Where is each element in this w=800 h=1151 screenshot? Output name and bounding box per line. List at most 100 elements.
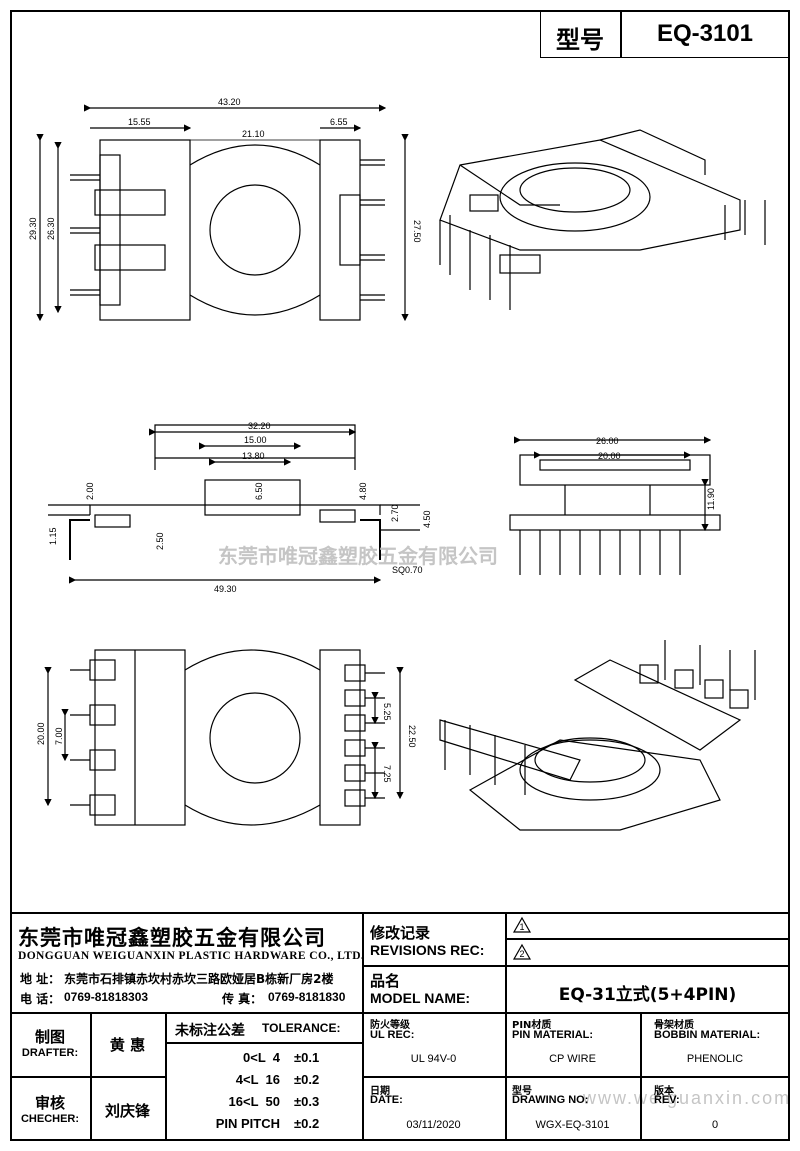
title-block-hline-2 xyxy=(362,965,790,967)
tol-val-2: ±0.3 xyxy=(294,1094,320,1109)
revisions-label-cn: 修改记录 xyxy=(370,924,431,942)
drawing-no-label-cn: 型号 xyxy=(512,1086,532,1097)
dim-d: 6.55 xyxy=(330,117,348,127)
dim-g: 27.50 xyxy=(412,220,422,243)
top-view xyxy=(36,104,409,322)
tolerance-title-cn: 未标注公差 xyxy=(175,1023,245,1039)
ul-label-en: UL REC: xyxy=(370,1029,415,1041)
watermark-cn: 东莞市唯冠鑫塑胶五金有限公司 xyxy=(218,544,498,568)
iso-view-top xyxy=(439,129,766,310)
pin-label-cn: PIN材质 xyxy=(512,1020,552,1031)
tol-range-0: 0<L 4 xyxy=(243,1050,280,1065)
lower-hline-1 xyxy=(10,1076,165,1078)
company-address-label: 地 址： xyxy=(20,972,61,986)
rev-label-cn: 版本 xyxy=(654,1086,674,1097)
dim-c: 21.10 xyxy=(242,129,265,139)
watermark-url: www.weiguanxin.com xyxy=(583,1088,792,1108)
dim-x: 5.25 xyxy=(382,703,392,721)
bobbin-label-en: BOBBIN MATERIAL: xyxy=(654,1029,761,1041)
tolerance-title-en: TOLERANCE: xyxy=(262,1021,341,1035)
dim-a: 43.20 xyxy=(218,97,241,107)
dim-w: 7.00 xyxy=(54,727,64,745)
date-label-en: DATE: xyxy=(370,1094,403,1106)
revision-number-1: 1 xyxy=(519,922,525,932)
model-label-cn: 品名 xyxy=(370,972,401,990)
tol-val-1: ±0.2 xyxy=(294,1072,320,1087)
tolerance-table: 0<L 4±0.1 4<L 16±0.2 16<L 50±0.3 PIN PIT… xyxy=(170,1050,360,1138)
drafter-label-cn: 制图 xyxy=(34,1028,65,1046)
ul-label-cn: 防火等级 xyxy=(370,1020,410,1031)
revisions-label-en: REVISIONS REC: xyxy=(370,942,485,958)
company-name-en: DONGGUAN WEIGUANXIN PLASTIC HARDWARE CO.… xyxy=(18,950,365,962)
dim-i: 15.00 xyxy=(244,435,267,445)
dim-k: 6.50 xyxy=(254,482,264,500)
dim-y: 7.25 xyxy=(382,765,392,783)
title-block-top-line xyxy=(10,912,790,914)
dim-n: 2.50 xyxy=(155,532,165,550)
dim-s: 26.00 xyxy=(596,436,619,446)
dim-v: 20.00 xyxy=(36,722,46,745)
tol-val-0: ±0.1 xyxy=(294,1050,320,1065)
type-divider xyxy=(620,12,622,58)
dim-e: 29.30 xyxy=(28,217,38,240)
dim-z: 22.50 xyxy=(407,725,417,748)
company-fax: 0769-8181830 xyxy=(268,990,346,1004)
bobbin-value: PHENOLIC xyxy=(686,1053,744,1065)
pin-value: CP WIRE xyxy=(549,1053,596,1065)
dim-o: 4.80 xyxy=(358,482,368,500)
title-block-vline-2 xyxy=(505,912,507,1012)
type-label: 型号 xyxy=(556,26,604,54)
company-address: 东莞市石排镇赤坎村赤坎三路欧娅居B栋新厂房2楼 xyxy=(64,972,334,986)
company-fax-label: 传 真： xyxy=(222,992,263,1006)
lower-hline-2 xyxy=(165,1042,362,1044)
model-value: EQ-31立式(5+4PIN) xyxy=(558,985,737,1005)
lower-hline-3 xyxy=(362,1076,790,1078)
title-block-hline-3 xyxy=(10,1012,790,1014)
tol-range-2: 16<L 50 xyxy=(228,1094,280,1109)
company-tel: 0769-81818303 xyxy=(64,990,149,1004)
bottom-view xyxy=(44,649,404,826)
checker-label-en: CHECHER: xyxy=(20,1113,80,1125)
dim-r: 49.30 xyxy=(214,584,237,594)
dim-h: 32.20 xyxy=(248,421,271,431)
drafter-label-en: DRAFTER: xyxy=(21,1047,79,1059)
technical-drawing: 43.20 15.55 21.10 6.55 29.30 26.30 27.50… xyxy=(28,97,766,831)
title-block-vline-1 xyxy=(362,912,364,1012)
dim-u: 11.90 xyxy=(706,488,716,510)
company-tel-label: 电 话： xyxy=(20,992,61,1006)
ul-value: UL 94V-0 xyxy=(410,1053,457,1065)
type-value: EQ-3101 xyxy=(656,20,754,47)
checker-name: 刘庆锋 xyxy=(104,1102,150,1120)
rev-value: 0 xyxy=(711,1119,719,1131)
bobbin-label-cn: 骨架材质 xyxy=(654,1020,694,1031)
dim-p: 2.70 xyxy=(390,504,400,522)
checker-label-cn: 审核 xyxy=(34,1094,65,1112)
drawing-frame xyxy=(10,10,790,1141)
tol-range-1: 4<L 16 xyxy=(235,1072,280,1087)
pin-label-en: PIN MATERIAL: xyxy=(512,1029,594,1041)
dim-q: 4.50 xyxy=(422,510,432,528)
company-name-cn: 东莞市唯冠鑫塑胶五金有限公司 xyxy=(18,926,326,950)
drawing-no-value: WGX-EQ-3101 xyxy=(535,1119,610,1131)
title-block-hline-1 xyxy=(505,938,790,940)
type-box xyxy=(540,12,788,58)
side-view xyxy=(48,424,420,584)
dim-m: 1.15 xyxy=(48,527,58,545)
drawing-no-label-en: DRAWING NO: xyxy=(512,1094,589,1106)
dim-b: 15.55 xyxy=(128,117,151,127)
dim-s-side: SQ0.70 xyxy=(392,565,423,575)
dim-l: 2.00 xyxy=(85,482,95,500)
drafter-name: 黄 惠 xyxy=(109,1036,146,1054)
revision-number-2: 2 xyxy=(519,949,525,959)
dim-j: 13.80 xyxy=(242,451,265,461)
model-label-en: MODEL NAME: xyxy=(370,990,471,1006)
revision-triangle-1 xyxy=(512,916,532,933)
tol-val-3: ±0.2 xyxy=(294,1116,320,1131)
date-label-cn: 日期 xyxy=(370,1086,390,1097)
end-view xyxy=(509,436,721,575)
dim-t: 20.00 xyxy=(598,451,621,461)
rev-label-en: REV: xyxy=(654,1094,680,1106)
lower-vline-2 xyxy=(165,1012,167,1141)
date-value: 03/11/2020 xyxy=(406,1119,461,1131)
iso-view-bottom xyxy=(439,640,756,831)
